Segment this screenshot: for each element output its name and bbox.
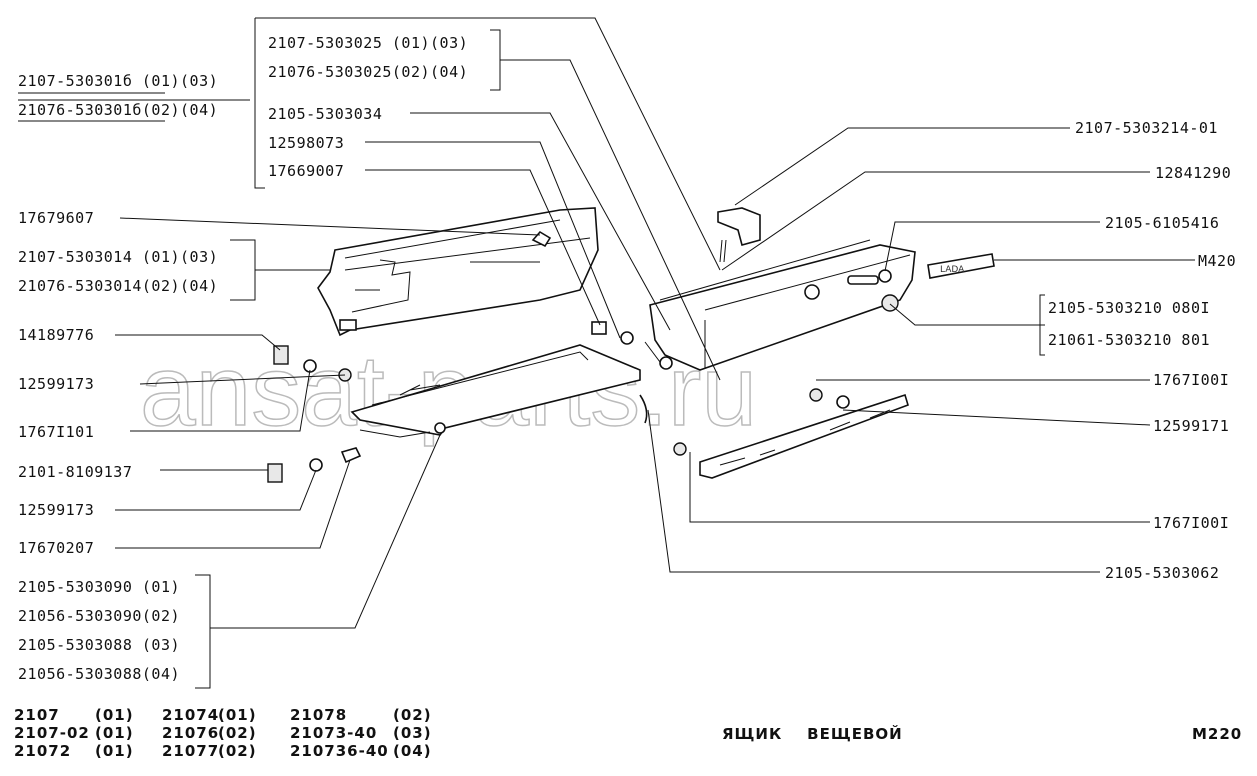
model-7-code: (03): [393, 724, 432, 742]
small-hardware: [267, 230, 850, 483]
label-right-9: 2105-5303062: [1105, 564, 1219, 582]
caption: ЯЩИК ВЕЩЕВОЙ: [722, 724, 903, 743]
label-left-13: 2105-5303088 (03): [18, 636, 180, 654]
model-7-name: 21073-40: [290, 724, 377, 742]
model-6-name: 21078: [290, 706, 347, 724]
model-0-name: 2107: [14, 706, 60, 724]
label-top-4: 17669007: [268, 162, 344, 180]
model-5-name: 21077: [162, 742, 219, 760]
page-code: M220: [1192, 725, 1242, 743]
labels-top: 2107-5303025 (01)(03) 21076-5303025(02)(…: [268, 34, 468, 180]
lock-bracket: [717, 207, 761, 263]
svg-text:LADA: LADA: [940, 265, 965, 275]
model-4-code: (02): [218, 724, 257, 742]
model-3-name: 21074: [162, 706, 219, 724]
label-left-10: 17670207: [18, 539, 94, 557]
label-top-0: 2107-5303025 (01)(03): [268, 34, 468, 52]
label-right-1: 12841290: [1155, 164, 1231, 182]
label-right-8: 1767І00І: [1153, 514, 1229, 532]
model-8-name: 210736-40: [290, 742, 389, 760]
label-left-2: 17679607: [18, 209, 94, 227]
labels-left: 2107-530301б (01)(03) 21076-530301б(02)(…: [18, 72, 218, 683]
model-1-code: (01): [95, 724, 134, 742]
label-top-1: 21076-5303025(02)(04): [268, 63, 468, 81]
label-left-0: 2107-530301б (01)(03): [18, 72, 218, 90]
label-left-8: 2101-8109137: [18, 463, 132, 481]
label-left-6: 12599173: [18, 375, 94, 393]
label-right-7: 12599171: [1153, 417, 1229, 435]
hinge-strip: [699, 393, 909, 479]
model-6-code: (02): [393, 706, 432, 724]
label-right-6: 1767І00І: [1153, 371, 1229, 389]
model-8-code: (04): [393, 742, 432, 760]
model-0-code: (01): [95, 706, 134, 724]
label-left-1: 21076-530301б(02)(04): [18, 101, 218, 119]
model-5-code: (02): [218, 742, 257, 760]
glovebox-tray: [350, 344, 641, 438]
label-right-3: M420: [1198, 252, 1236, 270]
label-top-2: 2105-5303034: [268, 105, 382, 123]
label-left-14: 21056-5303088(04): [18, 665, 180, 683]
label-left-11: 2105-5303090 (01): [18, 578, 180, 596]
label-top-3: 12598073: [268, 134, 344, 152]
model-1-name: 2107-02: [14, 724, 90, 742]
label-left-7: 1767І101: [18, 423, 94, 441]
glovebox-lid: [644, 239, 916, 371]
label-left-9: 12599173: [18, 501, 94, 519]
model-2-name: 21072: [14, 742, 71, 760]
label-left-3: 2107-5303014 (01)(03): [18, 248, 218, 266]
model-3-code: (01): [218, 706, 257, 724]
model-4-name: 21076: [162, 724, 219, 742]
label-right-2: 2105-6105416: [1105, 214, 1219, 232]
label-right-5: 21061-5303210 801: [1048, 331, 1210, 349]
model-list: 2107 (01) 2107-02 (01) 21072 (01) 21074 …: [14, 706, 432, 760]
label-left-5: 14189776: [18, 326, 94, 344]
label-left-12: 21056-5303090(02): [18, 607, 180, 625]
labels-right: 2107-5303214-01 12841290 2105-6105416 M4…: [1048, 119, 1236, 582]
glovebox-body: [317, 207, 599, 337]
leader-lines: [18, 17, 1195, 689]
model-2-code: (01): [95, 742, 134, 760]
label-right-0: 2107-5303214-01: [1075, 119, 1218, 137]
lada-emblem: LADA: [927, 253, 995, 279]
label-right-4: 2105-5303210 080І: [1048, 299, 1210, 317]
label-left-4: 21076-5303014(02)(04): [18, 277, 218, 295]
